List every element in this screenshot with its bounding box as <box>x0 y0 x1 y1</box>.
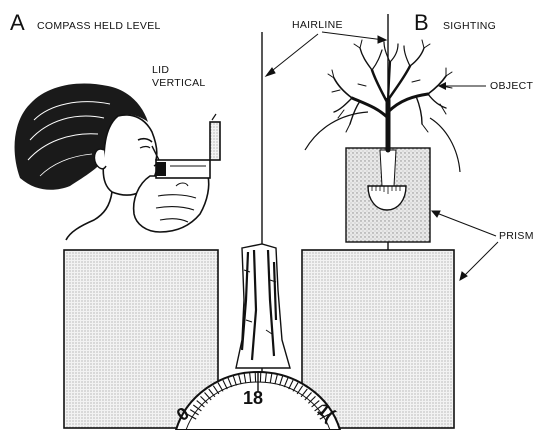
panel-b-letter: B <box>414 10 429 36</box>
compass-lid <box>210 122 220 160</box>
object-label: OBJECT <box>490 80 533 92</box>
prism-label: PRISM <box>499 230 534 242</box>
panel-b-caption: SIGHTING <box>443 20 496 32</box>
panel-a-caption: COMPASS HELD LEVEL <box>37 20 161 32</box>
hairline-label: HAIRLINE <box>292 19 343 31</box>
panel-a-letter: A <box>10 10 25 36</box>
hands-illustration <box>134 176 209 232</box>
lid-label-line1: LID <box>152 64 169 76</box>
sighted-trunk <box>236 244 290 368</box>
handheld-compass <box>156 114 220 178</box>
object-pointer <box>438 82 486 90</box>
lid-label-line2: VERTICAL <box>152 77 206 89</box>
prism-window <box>346 148 430 242</box>
tree-illustration <box>328 40 452 150</box>
hairline-pointers <box>266 32 386 76</box>
dial-center-number: 18 <box>243 388 263 409</box>
